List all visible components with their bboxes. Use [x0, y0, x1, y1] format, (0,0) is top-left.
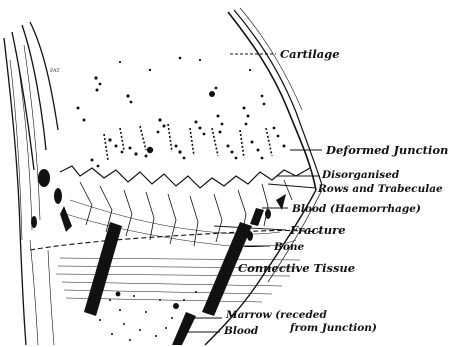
fat-label: FAT	[50, 68, 60, 74]
cartilage-cells	[77, 57, 286, 168]
label-cartilage: Cartilage	[280, 47, 340, 61]
label-rows-trabeculae: Rows and Trabeculae	[317, 183, 443, 195]
label-blood: Blood	[223, 325, 259, 337]
label-from-junction: from Junction)	[289, 322, 377, 334]
label-deformed-junction: Deformed Junction	[325, 143, 448, 157]
label-disorganised: Disorganised	[321, 169, 400, 181]
label-blood-haemorrhage: Blood (Haemorrhage)	[291, 203, 421, 215]
label-bone: Bone	[273, 241, 305, 253]
label-fracture: Fracture	[289, 223, 346, 237]
label-connective-tissue: Connective Tissue	[238, 261, 355, 275]
cell-columns	[104, 124, 272, 160]
label-marrow: Marrow (receded	[225, 309, 327, 321]
leader-lines	[180, 54, 322, 332]
